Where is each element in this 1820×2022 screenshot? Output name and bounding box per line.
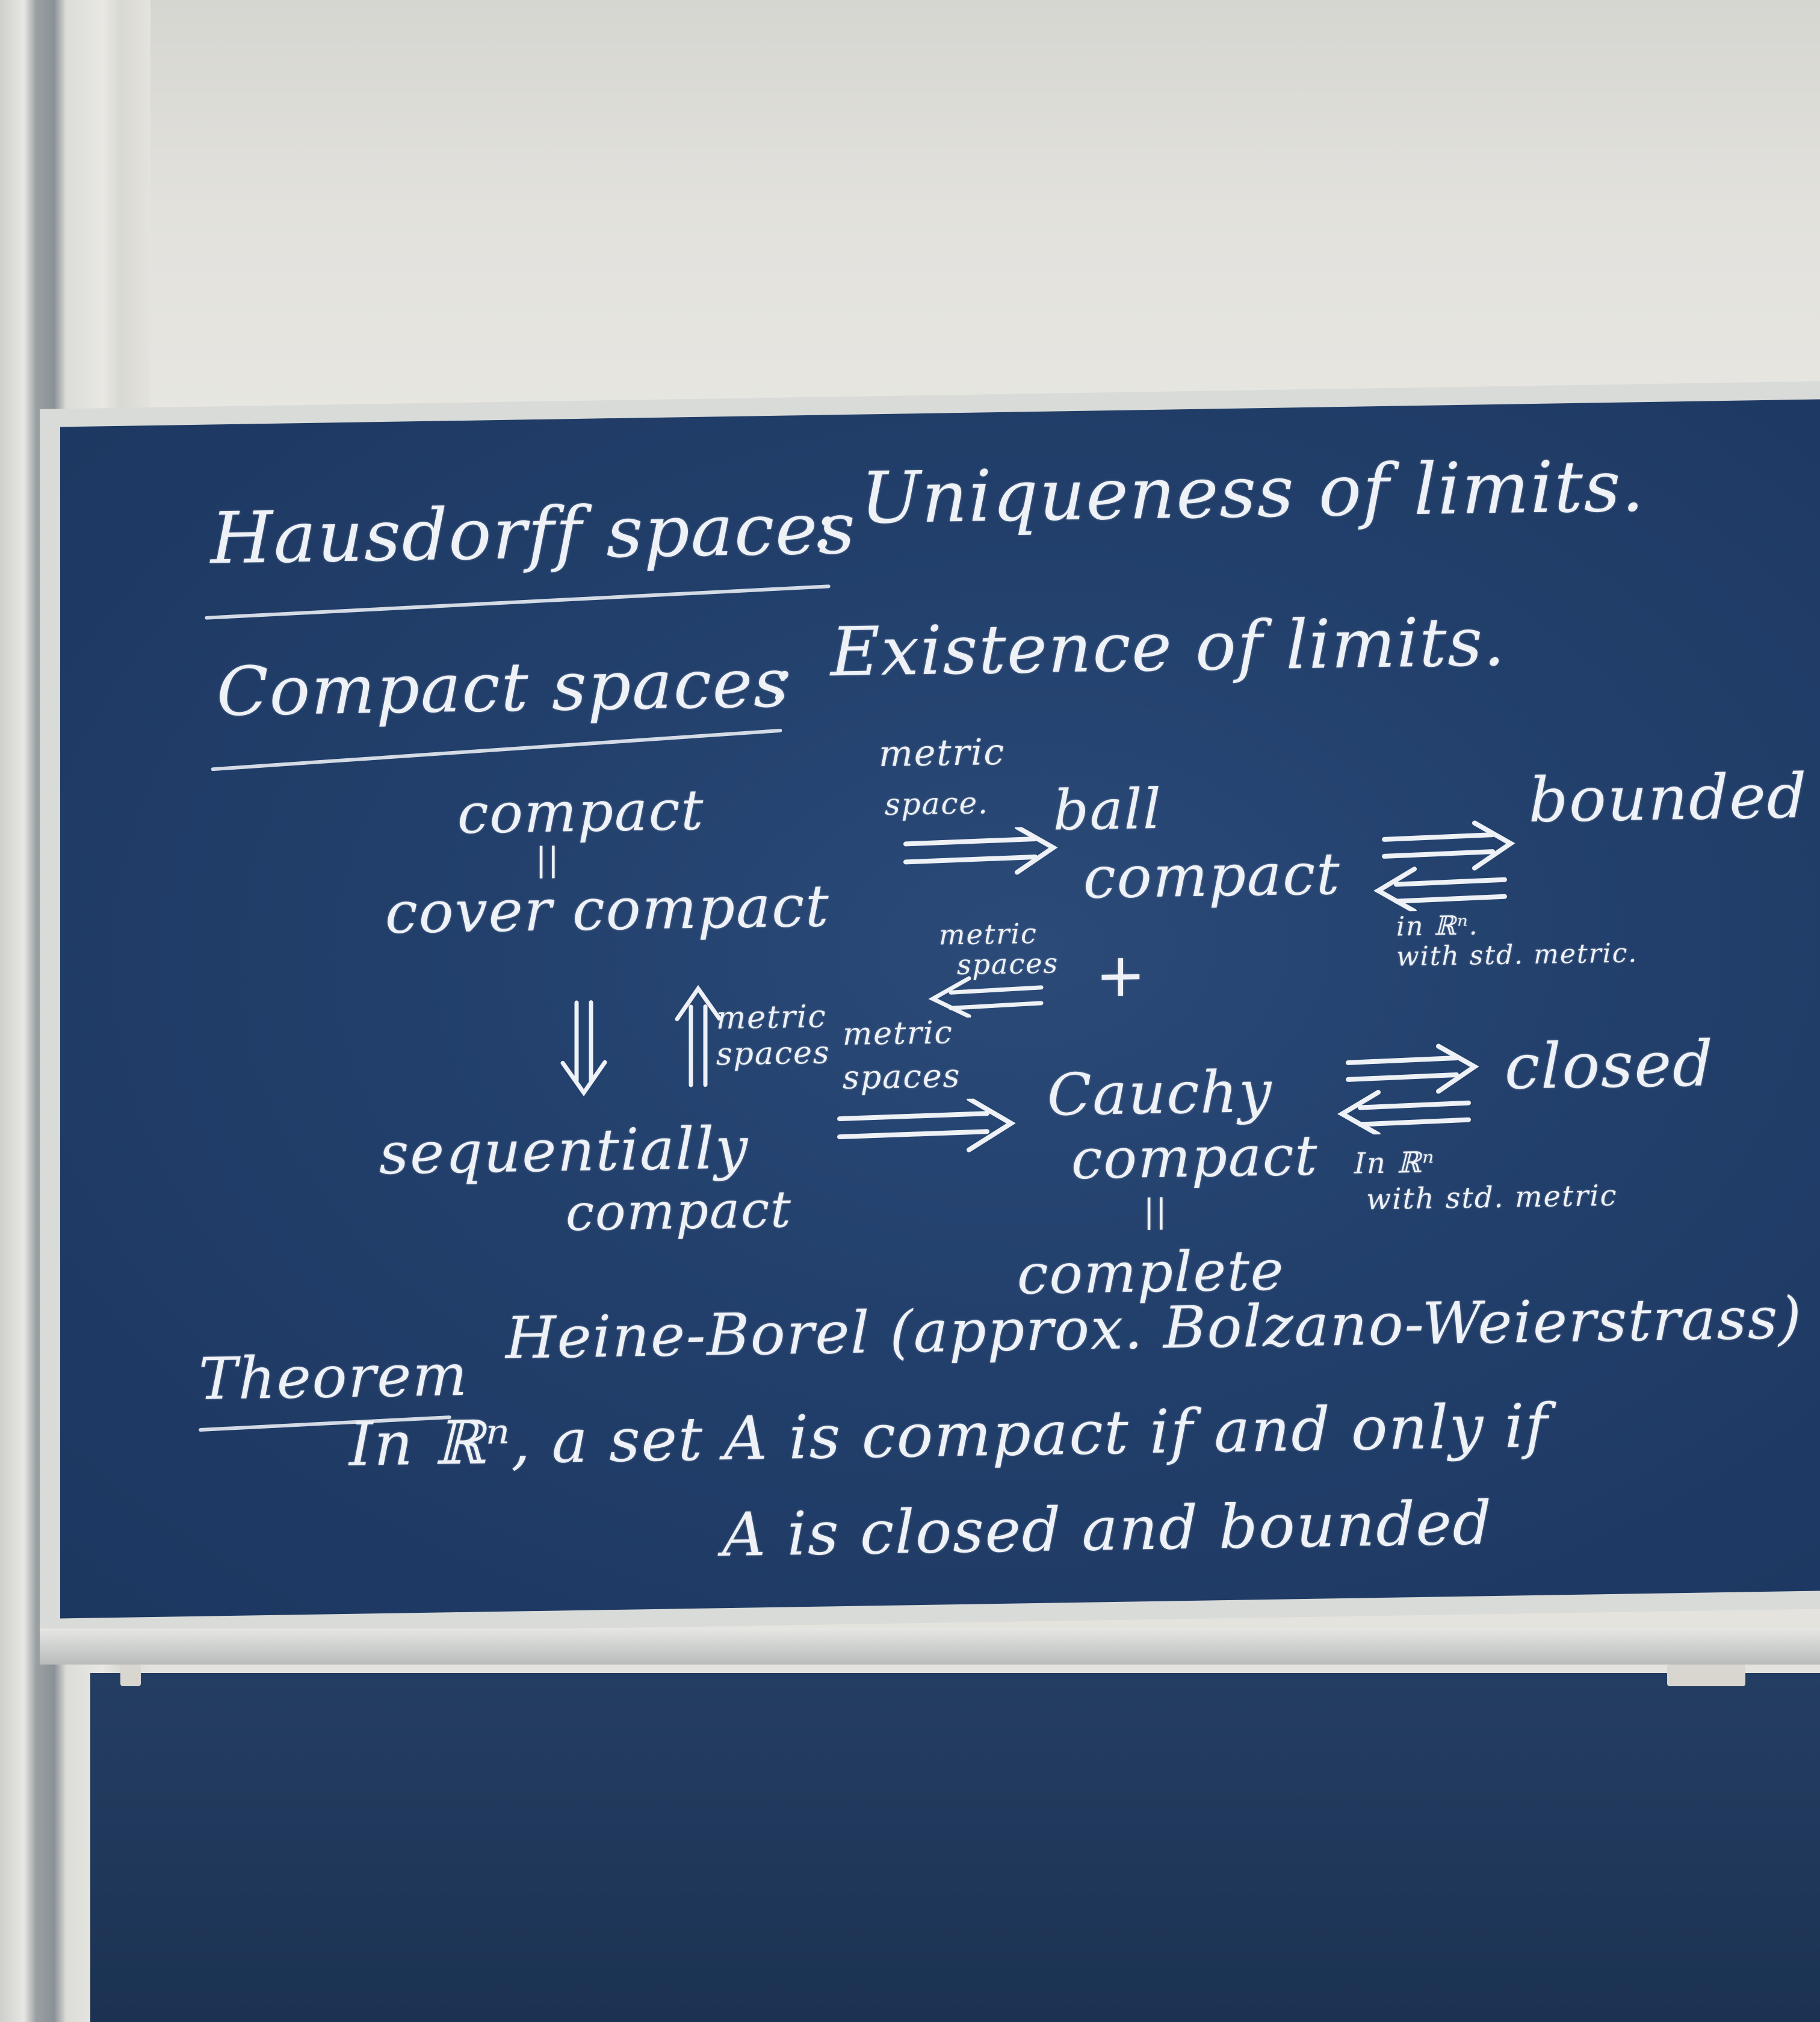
hausdorff-underline: [205, 584, 831, 620]
wall: [0, 0, 1820, 457]
hausdorff-term: Hausdorff spaces: [211, 486, 856, 580]
theorem-statement-line2: A is closed and bounded: [722, 1488, 1493, 1571]
ball-compact-label: compact: [1083, 840, 1341, 912]
compact-description: Existence of limits.: [831, 602, 1506, 692]
lower-chalkboard: [90, 1673, 1820, 2022]
upper-chalkboard-frame: Hausdorff spaces : Uniqueness of limits.…: [40, 381, 1820, 1637]
chalkboard-surface: Hausdorff spaces : Uniqueness of limits.…: [60, 399, 1820, 1619]
chalk-ledge: [40, 1628, 1820, 1665]
with-std-metric-label-2: with std. metric: [1366, 1178, 1618, 1217]
implies-arrow-left-icon: [928, 976, 1044, 1018]
plus-sign: +: [1095, 939, 1147, 1011]
ledge-clip-left: [120, 1665, 141, 1686]
ball-label: ball: [1053, 776, 1162, 843]
compact-colon: :: [770, 638, 794, 717]
up-implies-arrow-icon: [675, 985, 722, 1087]
implies-arrow-seq-to-cauchy-icon: [837, 1098, 1016, 1152]
sequentially-compact-label: compact: [566, 1180, 792, 1243]
theorem-label: Theorem: [199, 1341, 469, 1413]
implies-arrow-cover-to-ball-icon: [903, 826, 1058, 875]
metric-label-vertical: metric: [716, 998, 827, 1037]
in-rn-label-1: in ℝⁿ.: [1396, 910, 1479, 942]
cover-compact-label: cover compact: [385, 872, 830, 947]
metric-label-left: metric: [939, 917, 1038, 951]
spaces-label-vertical: spaces: [716, 1034, 831, 1073]
equals-sign-1: ||: [536, 840, 560, 879]
down-implies-arrow-icon: [560, 1000, 607, 1096]
equivalence-arrows-closed-icon: [1337, 1043, 1479, 1136]
bounded-label: bounded: [1529, 760, 1808, 837]
cauchy-label: Cauchy: [1047, 1057, 1273, 1129]
sequentially-label: sequentially: [379, 1114, 749, 1188]
space-label-top: space.: [885, 785, 989, 822]
hausdorff-colon: :: [812, 481, 838, 564]
metric-label-top: metric: [879, 731, 1005, 776]
spaces-label-mid: spaces: [843, 1056, 961, 1097]
theorem-name: Heine-Borel (approx. Bolzano-Weierstrass…: [506, 1284, 1803, 1372]
with-std-metric-label-1: with std. metric.: [1396, 938, 1638, 972]
compact-underline: [211, 728, 782, 771]
metric-label-mid: metric: [843, 1015, 953, 1053]
in-rn-label-2: In ℝⁿ: [1354, 1145, 1435, 1181]
theorem-statement-line1: In ℝⁿ, a set A is compact if and only if: [349, 1390, 1549, 1480]
equals-sign-2: ||: [1144, 1192, 1168, 1231]
compact-term: Compact spaces: [217, 644, 790, 732]
ledge-clip-right: [1667, 1665, 1745, 1686]
equivalence-arrows-bounded-icon: [1373, 820, 1515, 912]
hausdorff-description: Uniqueness of limits.: [861, 444, 1645, 540]
cauchy-compact-label: compact: [1071, 1123, 1319, 1192]
compact-top-label: compact: [457, 778, 705, 847]
closed-label: closed: [1505, 1027, 1714, 1104]
